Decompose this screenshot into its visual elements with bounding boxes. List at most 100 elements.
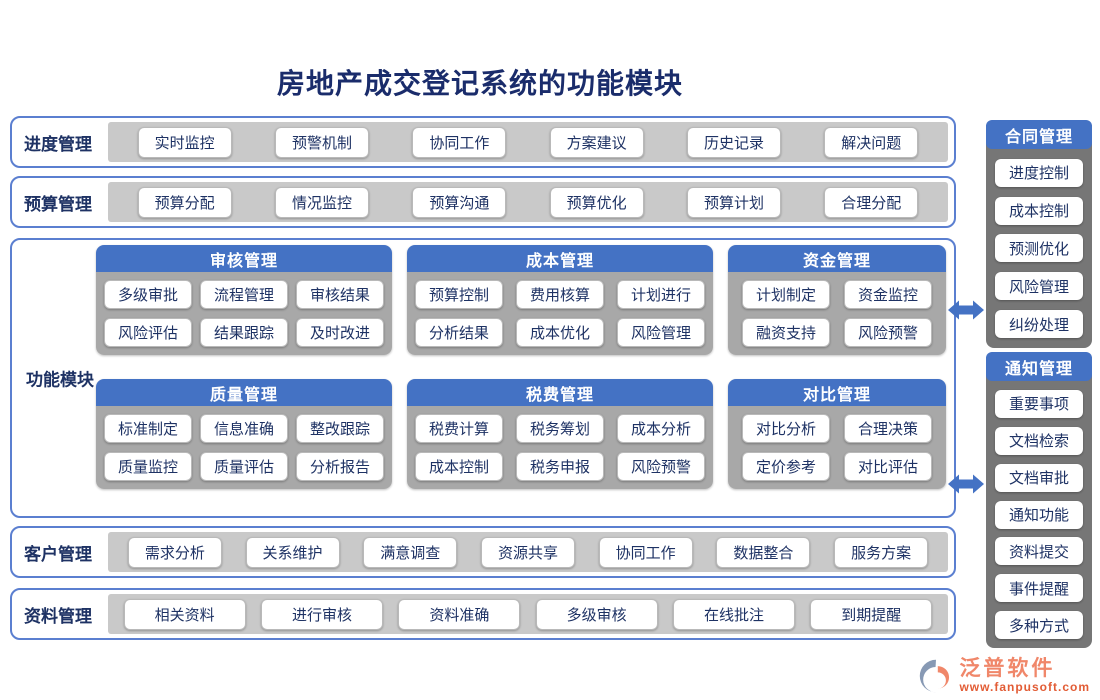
module-chip: 资料准确 bbox=[398, 598, 521, 630]
module-chip: 税费计算 bbox=[415, 414, 503, 444]
sidebar-chip: 纠纷处理 bbox=[995, 310, 1083, 339]
panel-body: 税费计算税务筹划成本分析成本控制税务申报风险预警 bbox=[407, 406, 713, 489]
module-chip: 在线批注 bbox=[672, 598, 795, 630]
module-chip: 满意调查 bbox=[363, 536, 458, 568]
sidebar-contract-management: 合同管理 进度控制成本控制预测优化风险管理纠纷处理 bbox=[986, 120, 1092, 348]
row-label: 客户管理 bbox=[24, 544, 92, 564]
fanpu-logo-icon bbox=[920, 659, 950, 693]
module-chip: 协同工作 bbox=[412, 126, 507, 158]
module-chip: 预算控制 bbox=[415, 280, 503, 310]
panel-chip-row: 税费计算税务筹划成本分析 bbox=[407, 414, 713, 444]
module-chip: 进行审核 bbox=[260, 598, 383, 630]
module-chip: 服务方案 bbox=[834, 536, 929, 568]
sidebar-chip: 进度控制 bbox=[995, 158, 1083, 187]
function-modules-section: 功能模块 审核管理多级审批流程管理审核结果风险评估结果跟踪及时改进成本管理预算控… bbox=[10, 238, 956, 518]
panel-chip-row: 融资支持风险预警 bbox=[728, 317, 946, 347]
panel-title: 资金管理 bbox=[728, 245, 946, 272]
sidebar-panel-title: 合同管理 bbox=[986, 120, 1092, 149]
row-items-bar: 需求分析关系维护满意调查资源共享协同工作数据整合服务方案 bbox=[108, 532, 948, 572]
brand-watermark: 泛普软件 www.fanpusoft.com bbox=[918, 658, 1090, 694]
row-items-bar: 相关资料进行审核资料准确多级审核在线批注到期提醒 bbox=[108, 594, 948, 634]
row-document-management: 资料管理 相关资料进行审核资料准确多级审核在线批注到期提醒 bbox=[10, 588, 956, 640]
sidebar-chip: 成本控制 bbox=[995, 196, 1083, 225]
sidebar-chip: 文档检索 bbox=[995, 426, 1083, 455]
module-chip: 对比评估 bbox=[844, 451, 932, 481]
module-chip: 合理决策 bbox=[844, 414, 932, 444]
module-chip: 计划进行 bbox=[617, 280, 705, 310]
row-label: 预算管理 bbox=[24, 194, 92, 214]
module-chip: 历史记录 bbox=[686, 126, 781, 158]
module-chip: 质量监控 bbox=[104, 451, 192, 481]
module-chip: 多级审批 bbox=[104, 280, 192, 310]
module-chip: 资源共享 bbox=[480, 536, 575, 568]
module-chip: 预警机制 bbox=[274, 126, 369, 158]
sidebar-chip: 文档审批 bbox=[995, 463, 1083, 492]
sidebar-items: 进度控制成本控制预测优化风险管理纠纷处理 bbox=[986, 149, 1092, 348]
module-chip: 融资支持 bbox=[742, 317, 830, 347]
module-chip: 审核结果 bbox=[296, 280, 384, 310]
module-chip: 数据整合 bbox=[716, 536, 811, 568]
sidebar-items: 重要事项文档检索文档审批通知功能资料提交事件提醒多种方式 bbox=[986, 381, 1092, 648]
module-chip: 风险预警 bbox=[844, 317, 932, 347]
panel-chip-row: 成本控制税务申报风险预警 bbox=[407, 451, 713, 481]
panel-chip-row: 质量监控质量评估分析报告 bbox=[96, 451, 392, 481]
sidebar-chip: 风险管理 bbox=[995, 272, 1083, 301]
panel-title: 对比管理 bbox=[728, 379, 946, 406]
sidebar-chip: 事件提醒 bbox=[995, 574, 1083, 603]
module-chip: 流程管理 bbox=[200, 280, 288, 310]
module-chip: 费用核算 bbox=[516, 280, 604, 310]
diagram-title: 房地产成交登记系统的功能模块 bbox=[276, 68, 683, 99]
sidebar-chip: 资料提交 bbox=[995, 537, 1083, 566]
row-items-bar: 预算分配 情况监控 预算沟通 预算优化 预算计划 合理分配 bbox=[108, 182, 948, 222]
module-chip: 预算优化 bbox=[549, 186, 644, 218]
module-chip: 结果跟踪 bbox=[200, 317, 288, 347]
module-chip: 整改跟踪 bbox=[296, 414, 384, 444]
module-chip: 分析结果 bbox=[415, 317, 503, 347]
module-chip: 相关资料 bbox=[123, 598, 246, 630]
module-chip: 需求分析 bbox=[127, 536, 222, 568]
sidebar-chip: 预测优化 bbox=[995, 234, 1083, 263]
row-progress-management: 进度管理 实时监控预警机制协同工作方案建议历史记录解决问题 bbox=[10, 116, 956, 168]
module-chip: 分析报告 bbox=[296, 451, 384, 481]
brand-name: 泛普软件 bbox=[959, 657, 1056, 680]
module-chip: 关系维护 bbox=[245, 536, 340, 568]
panel-body: 预算控制费用核算计划进行分析结果成本优化风险管理 bbox=[407, 272, 713, 355]
row-label: 资料管理 bbox=[24, 606, 92, 626]
panel-body: 标准制定信息准确整改跟踪质量监控质量评估分析报告 bbox=[96, 406, 392, 489]
row-label: 进度管理 bbox=[24, 134, 92, 154]
function-modules-label: 功能模块 bbox=[26, 370, 94, 390]
panel-title: 成本管理 bbox=[407, 245, 713, 272]
double-arrow-icon bbox=[948, 300, 984, 320]
module-chip: 多级审核 bbox=[535, 598, 658, 630]
module-chip: 质量评估 bbox=[200, 451, 288, 481]
module-chip: 预算沟通 bbox=[412, 186, 507, 218]
panel-chip-row: 分析结果成本优化风险管理 bbox=[407, 317, 713, 347]
function-panel: 对比管理对比分析合理决策定价参考对比评估 bbox=[728, 379, 946, 489]
module-chip: 成本优化 bbox=[516, 317, 604, 347]
panel-title: 质量管理 bbox=[96, 379, 392, 406]
module-chip: 合理分配 bbox=[824, 186, 919, 218]
module-chip: 税务筹划 bbox=[516, 414, 604, 444]
sidebar-panel-title: 通知管理 bbox=[986, 352, 1092, 381]
double-arrow-icon bbox=[948, 474, 984, 494]
function-panel: 税费管理税费计算税务筹划成本分析成本控制税务申报风险预警 bbox=[407, 379, 713, 489]
module-chip: 情况监控 bbox=[274, 186, 369, 218]
sidebar-chip: 通知功能 bbox=[995, 500, 1083, 529]
module-chip: 风险管理 bbox=[617, 317, 705, 347]
function-panel: 质量管理标准制定信息准确整改跟踪质量监控质量评估分析报告 bbox=[96, 379, 392, 489]
panel-chip-row: 多级审批流程管理审核结果 bbox=[96, 280, 392, 310]
module-chip: 定价参考 bbox=[742, 451, 830, 481]
function-panel: 资金管理计划制定资金监控融资支持风险预警 bbox=[728, 245, 946, 355]
panel-chip-row: 定价参考对比评估 bbox=[728, 451, 946, 481]
sidebar-notification-management: 通知管理 重要事项文档检索文档审批通知功能资料提交事件提醒多种方式 bbox=[986, 352, 1092, 648]
module-chip: 计划制定 bbox=[742, 280, 830, 310]
module-chip: 方案建议 bbox=[549, 126, 644, 158]
panel-chip-row: 风险评估结果跟踪及时改进 bbox=[96, 317, 392, 347]
module-chip: 预算分配 bbox=[137, 186, 232, 218]
panel-chip-row: 标准制定信息准确整改跟踪 bbox=[96, 414, 392, 444]
module-chip: 风险评估 bbox=[104, 317, 192, 347]
row-customer-management: 客户管理 需求分析关系维护满意调查资源共享协同工作数据整合服务方案 bbox=[10, 526, 956, 578]
panel-body: 对比分析合理决策定价参考对比评估 bbox=[728, 406, 946, 489]
module-chip: 预算计划 bbox=[686, 186, 781, 218]
